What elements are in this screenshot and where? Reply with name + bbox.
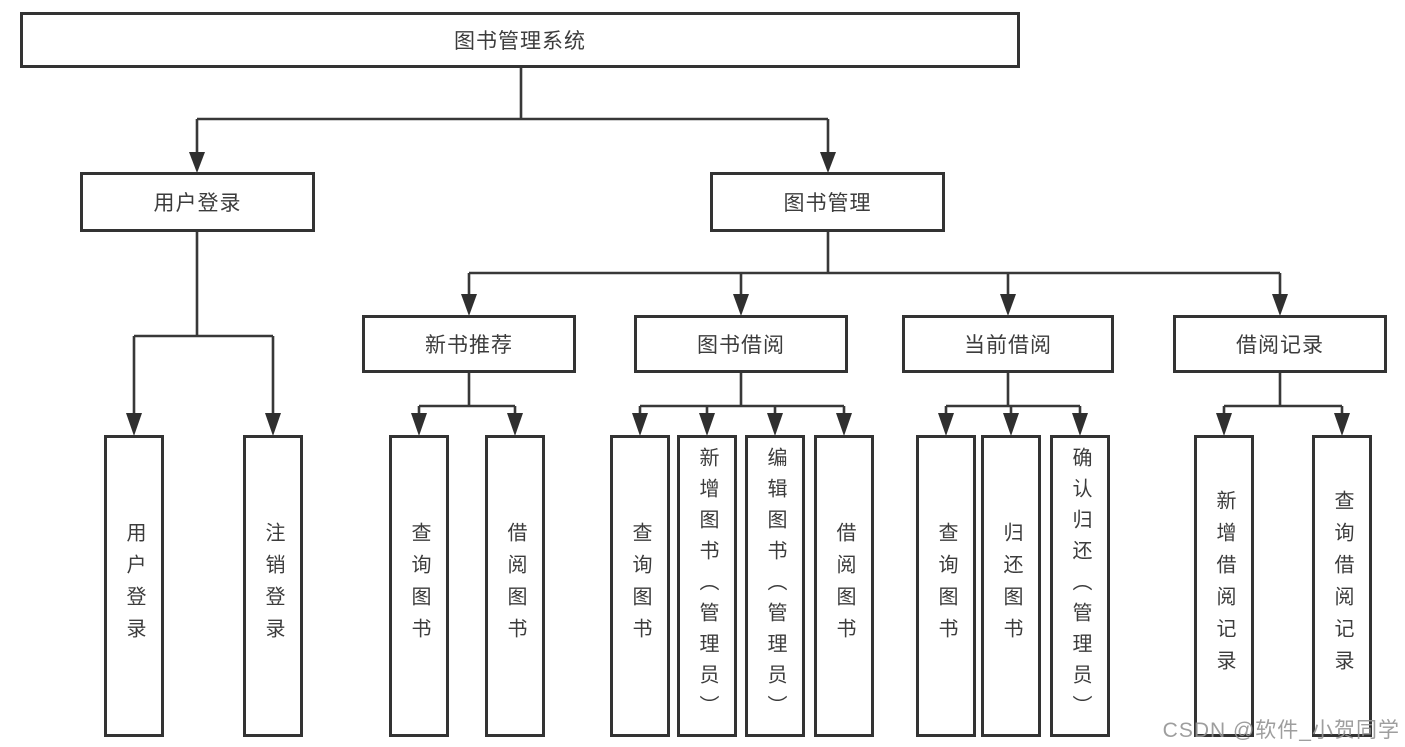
arrow-icon — [733, 294, 749, 316]
node-user-login: 用户登录 — [80, 172, 315, 232]
leaf-add-book-admin: 新增图书（管理员） — [677, 435, 737, 737]
leaf-borrow-books-recommend: 借阅图书 — [485, 435, 545, 737]
arrow-icon — [632, 413, 648, 436]
leaf-confirm-return-admin: 确认归还（管理员） — [1050, 435, 1110, 737]
arrow-icon — [507, 413, 523, 436]
node-current-borrowing: 当前借阅 — [902, 315, 1114, 373]
arrow-icon — [767, 413, 783, 436]
connector-book-management — [467, 232, 1282, 299]
node-book-borrowing: 图书借阅 — [634, 315, 848, 373]
arrow-icon — [820, 152, 836, 173]
leaf-query-books-borrowing: 查询图书 — [610, 435, 670, 737]
watermark: CSDN @软件_小贺同学 — [1162, 719, 1400, 742]
connector-new-book-recommendation — [417, 373, 517, 418]
arrow-icon — [1000, 294, 1016, 316]
arrow-icon — [699, 413, 715, 436]
leaf-query-borrow-record: 查询借阅记录 — [1312, 435, 1372, 737]
connector-current-borrowing — [944, 373, 1082, 418]
arrow-icon — [189, 152, 205, 173]
leaf-borrow-books-borrowing: 借阅图书 — [814, 435, 874, 737]
arrow-icon — [1072, 413, 1088, 436]
leaf-edit-book-admin: 编辑图书（管理员） — [745, 435, 805, 737]
leaf-user-login: 用户登录 — [104, 435, 164, 737]
arrow-icon — [126, 413, 142, 436]
leaf-add-borrow-record: 新增借阅记录 — [1194, 435, 1254, 737]
connector-borrowing-records — [1222, 373, 1344, 418]
node-borrowing-records: 借阅记录 — [1173, 315, 1387, 373]
leaf-return-books: 归还图书 — [981, 435, 1041, 737]
connector-root — [195, 68, 830, 156]
arrow-icon — [461, 294, 477, 316]
arrow-icon — [1003, 413, 1019, 436]
connector-user-login — [132, 232, 275, 417]
node-new-book-recommendation: 新书推荐 — [362, 315, 576, 373]
arrow-icon — [1272, 294, 1288, 316]
arrow-icon — [411, 413, 427, 436]
arrow-icon — [1216, 413, 1232, 436]
arrow-icon — [836, 413, 852, 436]
connector-book-borrowing — [638, 373, 846, 418]
leaf-query-books-current: 查询图书 — [916, 435, 976, 737]
leaf-logout: 注销登录 — [243, 435, 303, 737]
arrow-icon — [1334, 413, 1350, 436]
arrow-icon — [938, 413, 954, 436]
leaf-query-books-recommend: 查询图书 — [389, 435, 449, 737]
arrow-icon — [265, 413, 281, 436]
node-library-management-system: 图书管理系统 — [20, 12, 1020, 68]
node-book-management: 图书管理 — [710, 172, 945, 232]
